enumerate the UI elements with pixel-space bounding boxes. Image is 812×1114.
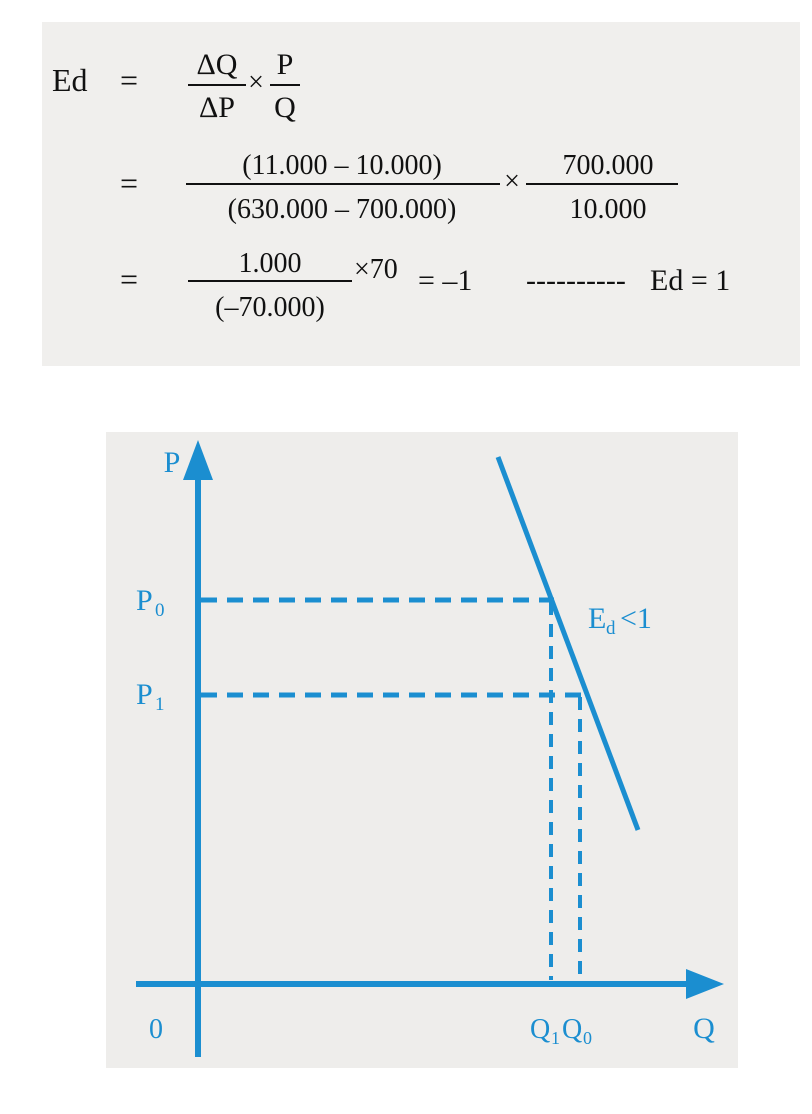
line3-result: = –1 <box>418 264 472 297</box>
line1-frac2-numerator: P <box>277 48 294 81</box>
svg-text:1: 1 <box>155 694 165 715</box>
demand-diagram-svg: P Q 0 P 0 P 1 Q 1 Q <box>136 440 724 1057</box>
line1-frac2-denominator: Q <box>274 91 296 124</box>
demand-curve-panel: P Q 0 P 0 P 1 Q 1 Q <box>106 432 738 1068</box>
line3-conclusion: Ed = 1 <box>650 264 730 297</box>
svg-text:<1: <1 <box>620 602 652 635</box>
p0-label: P 0 <box>136 584 165 621</box>
demand-curve <box>495 456 641 831</box>
formula-eq-2: = <box>120 165 138 201</box>
line3-frac-numerator: 1.000 <box>239 248 302 279</box>
svg-text:P: P <box>136 678 153 711</box>
line2-frac1-numerator: (11.000 – 10.000) <box>242 150 442 181</box>
line3-times-factor: ×70 <box>354 254 398 285</box>
line1-times: × <box>248 67 264 98</box>
origin-label: 0 <box>149 1014 163 1045</box>
elasticity-label: E d <1 <box>588 602 652 639</box>
line2-frac2-denominator: 10.000 <box>570 194 647 225</box>
x-axis-label: Q <box>693 1012 715 1045</box>
formula-svg: Ed = ΔQ ΔP × P Q = (11.000 – 10.000) (63… <box>52 48 730 323</box>
q0-label: Q 0 <box>562 1014 592 1048</box>
line1-frac1-denominator: ΔP <box>199 91 235 124</box>
svg-text:E: E <box>588 602 606 635</box>
formula-lhs: Ed <box>52 62 88 98</box>
svg-text:1: 1 <box>551 1028 560 1048</box>
svg-text:0: 0 <box>155 600 165 621</box>
formula-eq-1: = <box>120 62 138 98</box>
svg-text:Q: Q <box>530 1014 550 1045</box>
q1-label: Q 1 <box>530 1014 560 1048</box>
svg-text:0: 0 <box>583 1028 592 1048</box>
line3-frac-denominator: (–70.000) <box>215 292 325 323</box>
line1-frac1-numerator: ΔQ <box>197 48 238 81</box>
svg-text:Q: Q <box>562 1014 582 1045</box>
y-axis-arrow <box>183 440 213 480</box>
y-axis-label: P <box>164 446 181 479</box>
formula-eq-3: = <box>120 261 138 297</box>
line2-times: × <box>504 166 520 197</box>
line3-dashes: ---------- <box>526 264 626 297</box>
x-axis-arrow <box>686 969 724 999</box>
line2-frac2-numerator: 700.000 <box>563 150 654 181</box>
p1-label: P 1 <box>136 678 165 715</box>
svg-text:P: P <box>136 584 153 617</box>
svg-text:d: d <box>606 618 616 639</box>
elasticity-formula-panel: Ed = ΔQ ΔP × P Q = (11.000 – 10.000) (63… <box>42 22 800 366</box>
line2-frac1-denominator: (630.000 – 700.000) <box>228 194 457 225</box>
